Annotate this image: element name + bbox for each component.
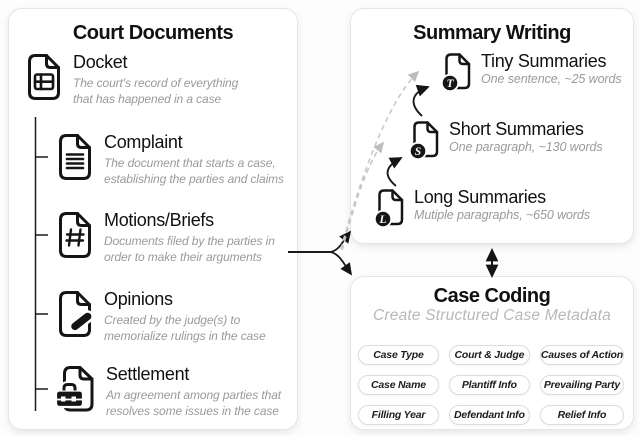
desc-line: Documents filed by the parties in	[104, 234, 275, 248]
pill-relief-info: Relief Info	[539, 405, 624, 425]
arrow-to-case-coding	[329, 251, 353, 276]
document-hash-icon	[59, 212, 91, 258]
item-title: Settlement	[106, 364, 190, 384]
item-title: Short Summaries	[449, 119, 584, 139]
document-grid-icon	[28, 54, 60, 100]
document-briefcase-icon	[54, 366, 94, 412]
metadata-pill-grid: Case Type Court & Judge Causes of Action…	[358, 345, 624, 425]
list-item-docket: Docket The court's record of everything …	[26, 52, 238, 107]
court-documents-panel: Court Documents	[8, 8, 298, 430]
pill-prevailing-party: Prevailing Party	[539, 375, 624, 395]
pill-case-type: Case Type	[358, 345, 439, 365]
item-description: An agreement among parties that resolves…	[106, 388, 281, 419]
list-item-short-summaries: S Short Summaries One paragraph, ~130 wo…	[408, 119, 603, 161]
item-description: Documents filed by the parties in order …	[104, 234, 275, 265]
document-badge-s-icon: S	[408, 121, 439, 161]
item-title: Docket	[73, 52, 128, 72]
desc-line: that has happened in a case	[73, 91, 222, 106]
item-description: Created by the judge(s) to memorialize r…	[104, 313, 266, 344]
pill-plantiff-info: Plantiff Info	[448, 375, 530, 395]
desc-line: An agreement among parties that	[106, 388, 282, 402]
document-badge-l-icon: L	[373, 189, 404, 229]
pill-defendant-info: Defendant Info	[448, 405, 530, 425]
list-item-settlement: Settlement An agreement among parties th…	[54, 364, 281, 419]
case-coding-subtitle: Create Structured Case Metadata	[373, 307, 611, 324]
list-item-tiny-summaries: T Tiny Summaries One sentence, ~25 words	[440, 51, 622, 93]
list-item-complaint: Complaint The document that starts a cas…	[57, 132, 284, 187]
document-pen-icon	[59, 291, 94, 337]
badge-letter: L	[378, 214, 386, 226]
desc-line: The document that starts a case,	[104, 156, 276, 170]
badge-letter: S	[415, 146, 421, 158]
item-title: Opinions	[104, 289, 173, 309]
pill-filling-year: Filling Year	[358, 405, 439, 425]
court-documents-title: Court Documents	[72, 22, 234, 44]
desc-line: order to make their arguments	[104, 249, 262, 264]
item-description: One sentence, ~25 words	[481, 72, 622, 86]
item-description: The court's record of everything that ha…	[73, 76, 238, 107]
item-description: The document that starts a case, establi…	[104, 156, 284, 187]
pill-case-name: Case Name	[358, 375, 439, 395]
item-description: One paragraph, ~130 words	[449, 140, 603, 154]
list-item-motions-briefs: Motions/Briefs Documents filed by the pa…	[57, 210, 275, 265]
document-badge-t-icon: T	[440, 53, 471, 93]
pill-court-judge: Court & Judge	[448, 345, 530, 365]
desc-line: establishing the parties and claims	[104, 171, 284, 186]
badge-letter: T	[446, 78, 454, 90]
item-title: Long Summaries	[414, 187, 546, 207]
arrow-to-summary-writing	[329, 230, 352, 253]
desc-line: resolves some issues in the case	[106, 403, 279, 418]
case-coding-title: Case Coding	[433, 285, 551, 307]
item-description: Mutiple paragraphs, ~650 words	[414, 208, 590, 222]
item-title: Motions/Briefs	[104, 210, 214, 230]
list-item-long-summaries: L Long Summaries Mutiple paragraphs, ~65…	[373, 187, 590, 229]
desc-line: The court's record of everything	[73, 76, 239, 90]
desc-line: Created by the judge(s) to	[104, 313, 241, 327]
pill-causes-of-action: Causes of Action	[539, 345, 624, 365]
summary-writing-title: Summary Writing	[413, 22, 571, 44]
item-title: Complaint	[104, 132, 183, 152]
item-title: Tiny Summaries	[481, 51, 607, 71]
list-item-opinions: Opinions Created by the judge(s) to memo…	[57, 289, 266, 344]
desc-line: memorialize rulings in the case	[104, 328, 266, 343]
document-lines-icon	[59, 134, 91, 180]
